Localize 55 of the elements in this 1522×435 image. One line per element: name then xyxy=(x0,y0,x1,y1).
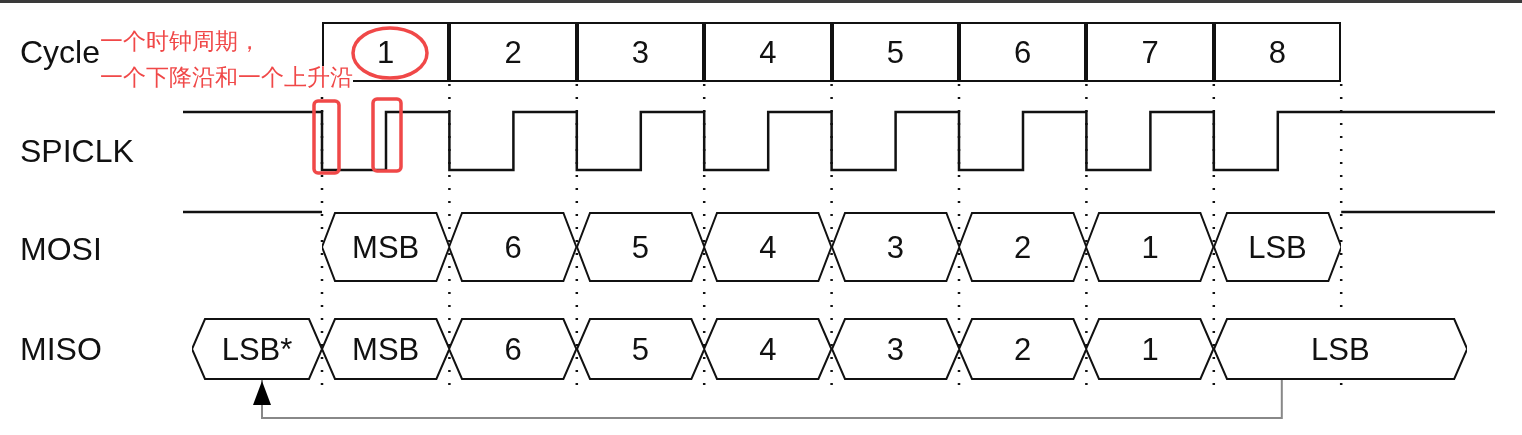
bit-label: 5 xyxy=(886,36,904,68)
data-bit-segment xyxy=(449,212,577,282)
row-label: MOSI xyxy=(20,233,102,265)
annotation-text: 一个下降沿和一个上升沿 xyxy=(100,66,353,89)
bit-label: 2 xyxy=(504,36,522,68)
bit-label: 4 xyxy=(759,333,777,365)
bit-label: 5 xyxy=(631,333,650,365)
cycle-cell xyxy=(959,22,1087,82)
bit-label: 6 xyxy=(504,231,522,263)
bit-label: 6 xyxy=(1014,36,1032,68)
cycle-cell xyxy=(704,22,832,82)
bit-label: 3 xyxy=(631,36,650,68)
bit-label: LSB xyxy=(1248,231,1307,263)
data-bit-segment xyxy=(959,318,1087,380)
bit-label: 7 xyxy=(1141,36,1159,68)
bit-label: 4 xyxy=(759,36,777,68)
bit-label: MSB xyxy=(352,333,420,365)
data-bit-segment xyxy=(576,318,705,380)
bit-label: LSB xyxy=(1311,333,1370,365)
data-bit-segment xyxy=(831,212,959,282)
cycle-cell xyxy=(1213,22,1342,82)
arrow xyxy=(253,379,1283,419)
data-bit-segment xyxy=(1086,318,1214,380)
data-bit-segment xyxy=(192,318,322,380)
data-bit-segment xyxy=(1086,212,1214,282)
bit-label: 4 xyxy=(759,231,777,263)
data-bit-segment xyxy=(704,212,832,282)
data-bit-segment xyxy=(449,318,577,380)
data-bit-segment xyxy=(1213,212,1342,282)
data-bit-segment xyxy=(959,212,1087,282)
bit-label: 5 xyxy=(631,231,650,263)
row-label: MISO xyxy=(20,333,102,365)
data-bit-segment xyxy=(704,318,832,380)
bit-label: 8 xyxy=(1268,36,1287,68)
cycle-cell xyxy=(831,22,959,82)
cycle-cell xyxy=(449,22,577,82)
bit-label: 2 xyxy=(1014,231,1032,263)
bit-label: 2 xyxy=(1014,333,1032,365)
bit-label: 3 xyxy=(886,231,904,263)
cycle-cell xyxy=(1086,22,1214,82)
data-bit-segment xyxy=(831,318,959,380)
data-bit-segment xyxy=(322,318,450,380)
cycle-cell xyxy=(576,22,705,82)
row-label: Cycle xyxy=(20,36,100,68)
bit-label: MSB xyxy=(352,231,420,263)
row-label: SPICLK xyxy=(20,135,134,167)
bit-label: 3 xyxy=(886,333,904,365)
bit-label: 1 xyxy=(1141,231,1159,263)
data-bit-segment xyxy=(1213,318,1467,380)
bit-label: 1 xyxy=(377,36,395,68)
bit-label: LSB* xyxy=(221,333,293,365)
bit-label: 1 xyxy=(1141,333,1159,365)
data-bit-segment xyxy=(322,212,450,282)
bit-label: 6 xyxy=(504,333,522,365)
data-bit-segment xyxy=(576,212,705,282)
